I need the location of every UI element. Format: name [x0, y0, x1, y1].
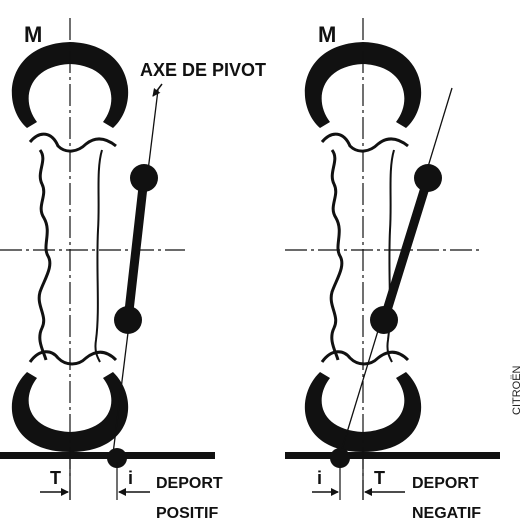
right-m-label: M [318, 22, 336, 47]
left-upper-tire [11, 42, 129, 128]
left-i-label: i [128, 468, 133, 488]
left-deport-label: DEPORT [156, 475, 223, 492]
right-lower-rim [320, 350, 410, 366]
right-pivot-ground-point [330, 448, 350, 468]
left-lower-rim [28, 350, 118, 366]
left-rim-edge [94, 149, 103, 363]
credit-label: CITROËN [511, 365, 523, 415]
right-i-label: i [317, 468, 322, 488]
left-m-label: M [24, 22, 42, 47]
left-wheel-figure [0, 18, 215, 500]
left-positif-label: POSITIF [156, 505, 218, 522]
right-negatif-label: NEGATIF [412, 505, 481, 522]
right-upper-rim [320, 132, 409, 153]
left-upper-rim [28, 132, 117, 153]
axis-label-leader [152, 83, 163, 97]
right-rim-profile [329, 149, 344, 361]
left-pivot-ground-point [107, 448, 127, 468]
left-t-label: T [50, 468, 61, 488]
right-upper-tire [304, 42, 422, 128]
left-kingpin-strut [123, 173, 149, 325]
left-rim-profile [37, 149, 52, 361]
right-t-label: T [374, 468, 385, 488]
right-ground-line [285, 452, 500, 459]
right-lower-tire [304, 372, 422, 452]
left-upper-ball-joint [130, 164, 158, 192]
left-lower-ball-joint [114, 306, 142, 334]
right-upper-ball-joint [414, 164, 442, 192]
left-lower-tire [11, 372, 129, 452]
right-kingpin-strut [379, 173, 433, 325]
right-deport-label: DEPORT [412, 475, 479, 492]
right-lower-ball-joint [370, 306, 398, 334]
right-wheel-figure [285, 18, 500, 500]
axis-label: AXE DE PIVOT [140, 60, 266, 80]
